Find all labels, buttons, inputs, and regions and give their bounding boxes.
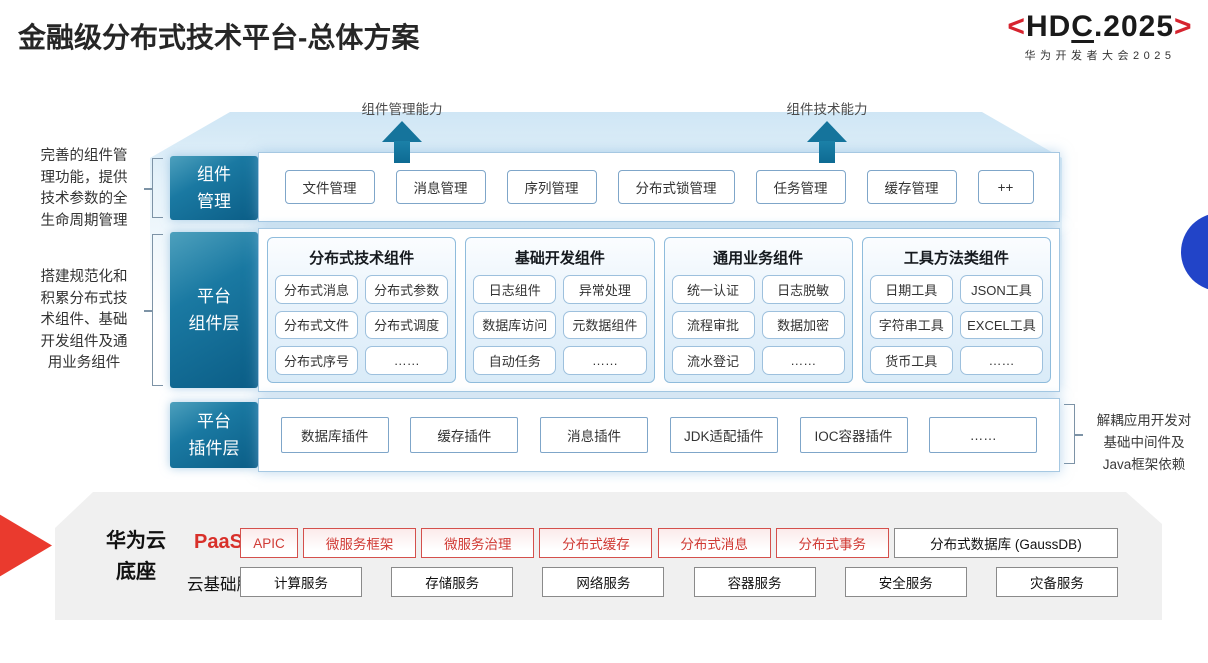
layer-row-platform-plugins: 数据库插件 缓存插件 消息插件 JDK适配插件 IOC容器插件 ……	[258, 398, 1060, 472]
cloud-service-box: 容器服务	[693, 567, 816, 597]
component-box-more: ……	[761, 346, 845, 375]
cloud-service-box: 存储服务	[391, 567, 514, 597]
paas-service-box: 微服务治理	[421, 528, 535, 558]
up-arrow-icon	[807, 121, 847, 163]
component-box-more: ++	[977, 170, 1034, 204]
layer-label-platform-plugins: 平台 插件层	[170, 402, 258, 468]
component-box: 分布式锁管理	[617, 170, 735, 204]
component-box: EXCEL工具	[959, 310, 1043, 340]
component-group-title: 分布式技术组件	[309, 250, 415, 267]
component-box: 日期工具	[869, 275, 953, 304]
paas-service-box-gaussdb: 分布式数据库 (GaussDB)	[893, 528, 1118, 558]
logo-right-bracket: >	[1174, 10, 1193, 43]
component-group-utilities: 工具方法类组件 日期工具 JSON工具 字符串工具 EXCEL工具 货币工具 ……	[861, 237, 1051, 383]
layer-label-platform-components: 平台 组件层	[170, 232, 258, 388]
component-grid: 日期工具 JSON工具 字符串工具 EXCEL工具 货币工具 ……	[869, 275, 1043, 375]
paas-services-row: APIC 微服务框架 微服务治理 分布式缓存 分布式消息 分布式事务 分布式数据…	[240, 528, 1118, 558]
component-box: 缓存管理	[866, 170, 957, 204]
left-bracket	[144, 158, 163, 218]
component-group-title: 通用业务组件	[713, 250, 804, 267]
component-box: 分布式消息	[275, 275, 359, 304]
cloud-service-box: 安全服务	[844, 567, 967, 597]
component-box: 异常处理	[563, 275, 647, 304]
left-bracket	[144, 234, 163, 386]
red-arrow-icon	[0, 498, 52, 593]
layer-label-component-management: 组件 管理	[170, 156, 258, 220]
cloud-service-box: 网络服务	[542, 567, 665, 597]
component-box: 文件管理	[284, 170, 375, 204]
layer-row-component-management: 文件管理 消息管理 序列管理 分布式锁管理 任务管理 缓存管理 ++	[258, 152, 1060, 222]
component-group-title: 工具方法类组件	[903, 250, 1009, 267]
paas-service-box: APIC	[240, 528, 298, 558]
component-grid: 日志组件 异常处理 数据库访问 元数据组件 自动任务 ……	[473, 275, 647, 375]
component-group-common-business: 通用业务组件 统一认证 日志脱敏 流程审批 数据加密 流水登记 ……	[663, 237, 853, 383]
component-box: JSON工具	[959, 275, 1043, 304]
component-box: 任务管理	[755, 170, 846, 204]
arrow-label: 组件管理能力	[361, 102, 443, 117]
up-arrow-icon	[382, 121, 422, 163]
plugin-box-more: ……	[929, 417, 1038, 453]
component-box: 数据库访问	[473, 310, 557, 340]
component-box: 字符串工具	[869, 310, 953, 340]
blue-circle-decoration	[1181, 213, 1208, 291]
foundation-label: 华为云 底座	[106, 530, 166, 583]
note-platform-components: 搭建规范化和 积累分布式技 术组件、基础 开发组件及通 用业务组件	[40, 269, 128, 371]
component-grid: 统一认证 日志脱敏 流程审批 数据加密 流水登记 ……	[671, 275, 845, 375]
component-box: 分布式文件	[275, 310, 359, 340]
component-box: 数据加密	[761, 310, 845, 340]
component-grid: 分布式消息 分布式参数 分布式文件 分布式调度 分布式序号 ……	[275, 275, 449, 375]
component-box: 统一认证	[671, 275, 755, 304]
component-box: 序列管理	[506, 170, 597, 204]
paas-service-box: 分布式缓存	[539, 528, 653, 558]
component-box: 消息管理	[395, 170, 486, 204]
hdc-logo: <HDC.2025> 华为开发者大会2025	[994, 10, 1206, 63]
plugin-box: IOC容器插件	[799, 417, 908, 453]
plugin-box: JDK适配插件	[669, 417, 778, 453]
plugin-box: 数据库插件	[280, 417, 389, 453]
cloud-base-services-row: 计算服务 存储服务 网络服务 容器服务 安全服务 灾备服务	[240, 567, 1118, 597]
layer-row-platform-components: 分布式技术组件 分布式消息 分布式参数 分布式文件 分布式调度 分布式序号 ………	[258, 228, 1060, 392]
hdc-logo-subtitle: 华为开发者大会2025	[1024, 50, 1176, 62]
note-component-management: 完善的组件管 理功能，提供 技术参数的全 生命周期管理	[40, 148, 128, 229]
component-box: 自动任务	[473, 346, 557, 375]
component-box-more: ……	[959, 346, 1043, 375]
logo-left-bracket: <	[1007, 10, 1026, 43]
page-title: 金融级分布式技术平台-总体方案	[18, 22, 420, 53]
component-box-more: ……	[563, 346, 647, 375]
component-box: 流程审批	[671, 310, 755, 340]
paas-service-box: 分布式事务	[775, 528, 889, 558]
plugin-box: 缓存插件	[410, 417, 519, 453]
plugin-box: 消息插件	[540, 417, 649, 453]
component-box: 流水登记	[671, 346, 755, 375]
component-box: 日志脱敏	[761, 275, 845, 304]
arrow-label: 组件技术能力	[786, 102, 868, 117]
component-group-title: 基础开发组件	[514, 250, 605, 267]
component-box: 分布式参数	[365, 275, 449, 304]
cloud-service-box: 计算服务	[240, 567, 362, 597]
paas-label: PaaS	[194, 531, 243, 553]
logo-hd: HD	[1025, 10, 1072, 43]
component-group-distributed: 分布式技术组件 分布式消息 分布式参数 分布式文件 分布式调度 分布式序号 ……	[267, 237, 457, 383]
component-group-basic-dev: 基础开发组件 日志组件 异常处理 数据库访问 元数据组件 自动任务 ……	[465, 237, 655, 383]
cloud-service-box: 灾备服务	[995, 567, 1118, 597]
component-box: 分布式调度	[365, 310, 449, 340]
capability-arrow-technology: 组件技术能力	[762, 98, 892, 163]
paas-service-box: 微服务框架	[303, 528, 417, 558]
right-bracket	[1064, 404, 1083, 464]
component-box: 日志组件	[473, 275, 557, 304]
component-box-more: ……	[365, 346, 449, 375]
logo-c-underlined: C	[1071, 10, 1094, 43]
hdc-logo-text: <HDC.2025>	[994, 10, 1206, 44]
note-decoupling: 解耦应用开发对 基础中间件及 Java框架依赖	[1096, 413, 1192, 472]
logo-year: .2025	[1093, 10, 1175, 43]
component-box: 分布式序号	[275, 346, 359, 375]
component-box: 货币工具	[869, 346, 953, 375]
paas-service-box: 分布式消息	[657, 528, 771, 558]
component-box: 元数据组件	[563, 310, 647, 340]
capability-arrow-management: 组件管理能力	[337, 98, 467, 163]
